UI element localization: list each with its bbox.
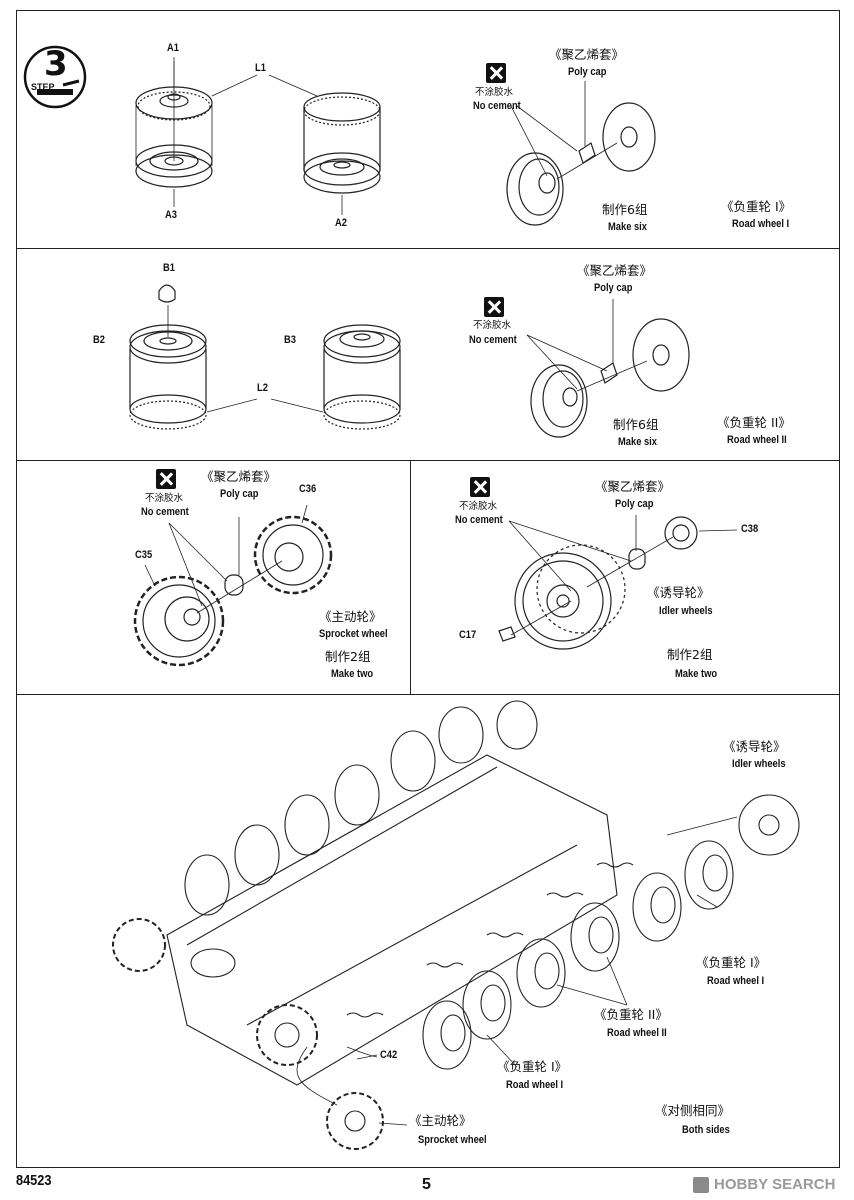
poly-cap-en: Poly cap xyxy=(594,282,633,294)
make-two-cn: 制作2组 xyxy=(325,649,371,664)
road-wheel-2-label-en: Road wheel II xyxy=(607,1027,667,1039)
road-wheel-2-title-en: Road wheel II xyxy=(727,434,787,446)
part-c17-label: C17 xyxy=(459,629,477,641)
road-wheel-1-label-cn: 《负重轮 I》 xyxy=(696,955,767,970)
poly-cap-en: Poly cap xyxy=(568,66,607,78)
product-code: 84523 xyxy=(16,1172,52,1189)
sprocket-title-cn: 《主动轮》 xyxy=(319,609,382,624)
no-cement-cn: 不涂胶水 xyxy=(459,501,498,512)
make-two-en: Make two xyxy=(675,668,718,680)
part-c38-label: C38 xyxy=(741,523,759,535)
both-sides-en: Both sides xyxy=(682,1124,730,1136)
road-wheel-1-label-en: Road wheel I xyxy=(707,975,765,987)
step-3-panel-road-wheel-1: 3 STEP xyxy=(16,10,840,250)
no-cement-en: No cement xyxy=(469,334,517,346)
part-a2-label: A2 xyxy=(335,217,347,229)
sprocket-wheel-panel: 不涂胶水 No cement 《聚乙烯套》 Poly cap C36 C35 《… xyxy=(16,460,412,696)
part-b1-label: B1 xyxy=(163,262,175,274)
part-l2-label: L2 xyxy=(257,382,268,394)
road-wheel-1-title-cn: 《负重轮 I》 xyxy=(721,199,792,214)
poly-cap-cn: 《聚乙烯套》 xyxy=(577,263,653,278)
part-a3-label: A3 xyxy=(165,209,177,221)
make-two-en: Make two xyxy=(331,668,374,680)
sprocket-label-en: Sprocket wheel xyxy=(418,1134,487,1146)
no-cement-icon xyxy=(484,297,504,317)
road-wheel-1-title-en: Road wheel I xyxy=(732,218,790,230)
part-c36-label: C36 xyxy=(299,483,317,495)
hull-running-gear-drawing xyxy=(112,700,800,1150)
step-number: 3 xyxy=(44,44,68,84)
idler-title-en: Idler wheels xyxy=(659,605,713,617)
sprocket-drawing xyxy=(133,504,333,667)
both-sides-cn: 《对侧相同》 xyxy=(655,1103,731,1118)
watermark-logo-icon xyxy=(693,1177,709,1193)
idler-title-cn: 《诱导轮》 xyxy=(647,585,710,600)
part-c35-label: C35 xyxy=(135,549,153,561)
no-cement-icon xyxy=(486,63,506,83)
idler-drawing xyxy=(498,515,738,650)
no-cement-cn: 不涂胶水 xyxy=(145,493,184,504)
wheel-halves-a-drawing xyxy=(135,57,656,226)
no-cement-en: No cement xyxy=(455,514,503,526)
no-cement-icon xyxy=(156,469,176,489)
poly-cap-en: Poly cap xyxy=(220,488,259,500)
no-cement-icon xyxy=(470,477,490,497)
page-number: 5 xyxy=(422,1176,431,1193)
poly-cap-cn: 《聚乙烯套》 xyxy=(595,479,671,494)
part-l1-label: L1 xyxy=(255,62,266,74)
wheel-halves-b-drawing xyxy=(129,284,690,438)
make-six-en: Make six xyxy=(618,436,657,448)
no-cement-cn: 不涂胶水 xyxy=(473,320,512,331)
make-six-cn: 制作6组 xyxy=(613,417,659,432)
step-label: STEP xyxy=(31,82,55,92)
poly-cap-cn: 《聚乙烯套》 xyxy=(549,47,625,62)
sprocket-title-en: Sprocket wheel xyxy=(319,628,388,640)
idler-wheel-panel: 不涂胶水 No cement 《聚乙烯套》 Poly cap C38 C17 《… xyxy=(410,460,840,696)
road-wheel-2-title-cn: 《负重轮 II》 xyxy=(717,415,791,430)
part-a1-label: A1 xyxy=(167,42,179,54)
make-six-cn: 制作6组 xyxy=(602,202,648,217)
make-six-en: Make six xyxy=(608,221,647,233)
road-wheel-1b-label-cn: 《负重轮 I》 xyxy=(497,1059,568,1074)
part-b3-label: B3 xyxy=(284,334,296,346)
road-wheel-2-label-cn: 《负重轮 II》 xyxy=(594,1007,668,1022)
part-c42-label: C42 xyxy=(380,1049,398,1061)
poly-cap-en: Poly cap xyxy=(615,498,654,510)
road-wheel-2-panel: B1 B2 B3 L2 不涂胶水 No cement 《聚乙烯套》 Poly c… xyxy=(16,248,840,462)
sprocket-label-cn: 《主动轮》 xyxy=(409,1113,472,1128)
no-cement-en: No cement xyxy=(473,100,521,112)
no-cement-en: No cement xyxy=(141,506,189,518)
no-cement-cn: 不涂胶水 xyxy=(475,87,514,98)
step-badge-icon xyxy=(23,45,87,109)
poly-cap-cn: 《聚乙烯套》 xyxy=(201,469,277,484)
make-two-cn: 制作2组 xyxy=(667,647,713,662)
chassis-assembly-panel: 《诱导轮》 Idler wheels 《负重轮 I》 Road wheel I … xyxy=(16,694,840,1168)
idler-label-cn: 《诱导轮》 xyxy=(723,739,786,754)
idler-label-en: Idler wheels xyxy=(732,758,786,770)
road-wheel-1b-label-en: Road wheel I xyxy=(506,1079,564,1091)
part-b2-label: B2 xyxy=(93,334,105,346)
watermark-text: HOBBY SEARCH xyxy=(714,1176,836,1193)
